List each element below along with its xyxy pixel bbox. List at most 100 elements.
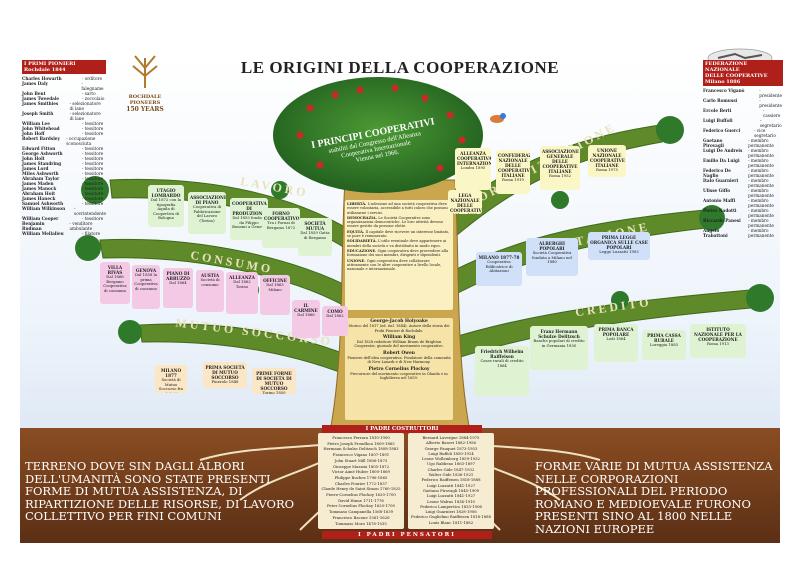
principles-panel: LIBERTÀ. L'adesione ad una società coope… bbox=[345, 200, 453, 310]
wheat-icon bbox=[132, 55, 158, 88]
mutuo-box-title: MILANO 1877 bbox=[160, 368, 182, 378]
founder-role: - membro permanente bbox=[748, 198, 774, 208]
abitazione-box-title: ALBERGHI POPOLARI bbox=[539, 241, 565, 251]
founder-role: - vice segretario bbox=[754, 128, 776, 138]
federation-header: FEDERAZIONE NAZIONALE DELLE COOPERATIVE … bbox=[703, 60, 783, 86]
principle-item: SOLIDARIETÀ. L'utile eventuale deve appa… bbox=[347, 239, 451, 248]
padre-pensatore-name: Luigi Buffoli 1850-1914 bbox=[428, 450, 474, 456]
consumo-box-text: Dal 1858 la prima Cooperativa di consumo bbox=[134, 272, 158, 291]
pioneer-row: Charles Howarth- orditore bbox=[22, 76, 106, 81]
consumo-box-text: Dal 1866 Bergamo Cooperativa di consumo bbox=[103, 274, 127, 293]
credito-box-text: Banche popolari di credito in Germania 1… bbox=[533, 338, 585, 348]
pioneer-role: - falegname bbox=[81, 81, 104, 91]
pioneer-name: William Wilkinson bbox=[22, 206, 66, 211]
pioneer-role: - venditore ambulante bbox=[69, 221, 93, 231]
pioneer-row: William Mellalieu- filatore bbox=[22, 231, 106, 236]
lavoro-box-title: SOCIETÀ MUTUA bbox=[304, 221, 326, 231]
founder-role: - presidente bbox=[759, 98, 782, 108]
padre-costruttore-name: Tommaso Moro 1478-1535 bbox=[335, 520, 387, 526]
pioneer-role: - tessitore bbox=[82, 181, 104, 186]
page-title: LE ORIGINI DELLA COOPERAZIONE bbox=[240, 58, 560, 77]
consumo-box-text: Società di consumo bbox=[200, 277, 220, 287]
abitazione-box-title: MILANO 1877-78 bbox=[478, 255, 520, 260]
padre-costruttore-name: Francesco Vigano 1807-1891 bbox=[332, 452, 390, 458]
founder-row: Antonio Maffi - membro permanente bbox=[703, 198, 783, 208]
lavoro-box-text: Tra i Fornai di Bergamo 1872 bbox=[266, 220, 296, 230]
trunk-person-name: William King bbox=[382, 334, 416, 340]
mutuo-box-text: Società di Mutuo Soccorso fra Artisti bbox=[158, 377, 184, 393]
pioneer-role: - selezionatore di lane bbox=[69, 101, 101, 111]
founder-name: Federico De Naglio bbox=[703, 168, 731, 178]
org-box-text: Milano 1893 bbox=[453, 212, 477, 214]
padre-pensatore-name: Leone Wollemborg 1859-1932 bbox=[422, 456, 480, 462]
consumo-box-title: IL CARMINE bbox=[294, 303, 318, 313]
pioneer-name: Benjamin Rudman bbox=[22, 221, 45, 231]
consumo-box-title: AUSTIA bbox=[200, 273, 220, 278]
padre-pensatore-name: Walter Gide 1836-1921 bbox=[428, 472, 474, 478]
pioneer-name: John Whitehead bbox=[22, 126, 60, 131]
pioneer-name: James Smithies bbox=[22, 101, 59, 106]
founder-row: Gaetano Pirovagli- membro permanente bbox=[703, 138, 783, 148]
lavoro-box-title: COOPERATIVA DI PRODUZIONE bbox=[232, 201, 267, 216]
pioneer-row: Abraham Hoit- tessitore bbox=[22, 191, 106, 196]
pioneer-role: - tessitore bbox=[82, 146, 104, 151]
founder-name: Luigi De Andreis bbox=[703, 148, 743, 153]
abitazione-box-text: Cooperativa Edificatrice di Abitazioni bbox=[485, 259, 513, 274]
founder-row: Italo Guarnieri- membro permanente bbox=[703, 178, 783, 188]
padre-costruttore-name: Peter Cornelius Plockoy 1620-1700 bbox=[327, 503, 395, 509]
pioneer-row: James Manock- tessitore bbox=[22, 186, 106, 191]
pioneer-row: John Holt- tessitore bbox=[22, 156, 106, 161]
pioneer-name: James Standring bbox=[22, 161, 62, 166]
trunk-person-text: Pioniere dell'idea cooperativa. Fondator… bbox=[347, 356, 451, 365]
padre-pensatore-name: Luigi Luzzatti 1841-1927 bbox=[426, 493, 476, 499]
principle-text: L'adesione ad una società cooperativa de… bbox=[347, 202, 449, 215]
pioneers-panel: I PRIMI PIONIERI Rochdale 1844 Charles H… bbox=[22, 60, 106, 236]
abitazione-box-text: Legge Luzzatti 1903 bbox=[599, 249, 639, 254]
pioneer-row: John Bent- sarto bbox=[22, 91, 106, 96]
consumo-box-text: Dal 1866 bbox=[297, 312, 315, 317]
abitazione-box-title: PRIMA LEGGE ORGANICA SULLE CASE POPOLARI bbox=[590, 235, 648, 250]
pioneer-row: James Smithies - selezionatore di lane bbox=[22, 101, 106, 111]
pioneer-name: Samuel Ashworth bbox=[22, 201, 64, 206]
founder-role: - membro permanente bbox=[748, 178, 774, 188]
founder-name: Antonio Maffi bbox=[703, 198, 736, 203]
padre-pensatore-name: Leone Walras 1834-1910 bbox=[427, 498, 475, 504]
abitazione-box: PRIMA LEGGE ORGANICA SULLE CASE POPOLARI… bbox=[588, 232, 650, 260]
padre-pensatore-name: Alberto Basevi 1882-1956 bbox=[426, 440, 476, 446]
org-box: ALLEANZA COOPERATIVA INTERNAZIONALELondr… bbox=[455, 148, 491, 190]
padre-costruttore-name: Victor Aimé Huber 1800-1869 bbox=[332, 469, 390, 475]
lavoro-box-text: Dal 1855 fondata da Filippo Bonomi a Gen… bbox=[232, 215, 266, 230]
pioneer-row: Samuel Ashworth - tessitore bbox=[22, 201, 106, 206]
padre-costruttore-name: Pietro Joseph Proudhon 1809-1865 bbox=[327, 440, 395, 446]
mutuo-box-title: PRIMA SOCIETÀ DI MUTUO SOCCORSO bbox=[205, 365, 245, 380]
org-box-text: Roma 1952 bbox=[549, 173, 571, 178]
pioneer-name: James Manock bbox=[22, 186, 57, 191]
pioneer-row: Abraham Taylor- tessitore bbox=[22, 176, 106, 181]
soil-right-text: FORME VARIE DI MUTUA ASSISTENZA NELLE CO… bbox=[535, 459, 773, 536]
pioneer-role: - tessitore bbox=[82, 201, 104, 206]
padre-costruttore-name: Francesco Bacone 1561-1626 bbox=[332, 514, 390, 520]
padre-costruttore-name: Philippe Buchez 1796-1865 bbox=[334, 474, 388, 480]
leaf-clusters bbox=[75, 116, 774, 344]
principle-text: Le Società Cooperative sono organizzazio… bbox=[347, 215, 443, 229]
mutuo-box-text: Torino 1850 bbox=[262, 390, 286, 394]
pioneer-role: - tessitore bbox=[82, 166, 104, 171]
pioneer-role: - selezionatore di lane bbox=[69, 111, 101, 121]
founder-row: Federico Guerci- vice segretario bbox=[703, 128, 783, 138]
pioneer-name: Joseph Smith bbox=[22, 111, 54, 116]
logo-years: 150 YEARS bbox=[126, 106, 164, 113]
org-box: ASSOCIAZIONE GENERALE DELLE COOPERATIVE … bbox=[540, 146, 580, 190]
lavoro-box-text: Dal 1872 con la tipografia Aquila di Coo… bbox=[150, 197, 182, 221]
